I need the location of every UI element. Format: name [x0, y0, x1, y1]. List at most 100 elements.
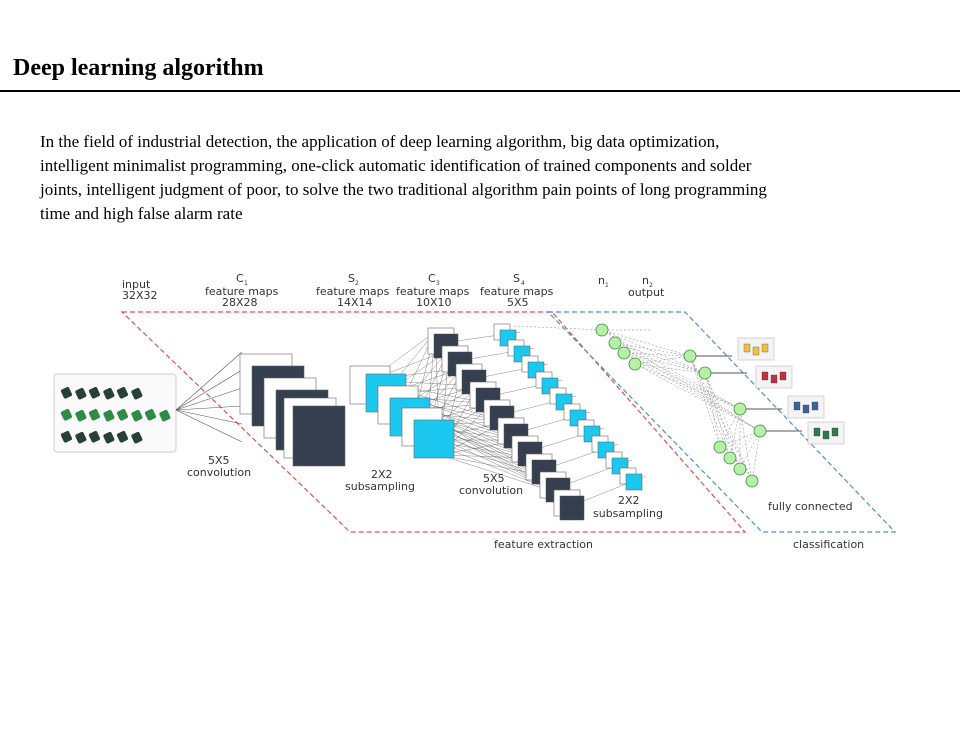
dotted-connection	[739, 430, 761, 470]
component-glyph	[75, 409, 87, 422]
paragraph-line: joints, intelligent judgment of poor, to…	[40, 180, 767, 199]
label-s2-size: 14X14	[337, 296, 373, 309]
dotted-connection	[623, 352, 761, 432]
dotted-connection	[704, 372, 741, 470]
label-n1-symbol: n	[598, 274, 605, 287]
dotted-connection	[513, 325, 603, 331]
output-thumbnails	[737, 337, 845, 445]
component-glyph	[131, 387, 143, 400]
component-glyph	[793, 401, 801, 411]
dotted-connection	[601, 329, 691, 357]
component-glyph	[761, 343, 769, 353]
component-glyph	[159, 409, 171, 422]
neuron	[713, 440, 727, 454]
feature-map	[292, 405, 346, 467]
neuron	[745, 474, 759, 488]
label-c3-sub: 3	[436, 280, 440, 287]
connection-line	[175, 409, 243, 443]
dotted-connection	[634, 355, 691, 365]
neuron	[608, 336, 622, 350]
neuron	[723, 451, 737, 465]
component-glyph	[88, 409, 100, 421]
component-glyph	[60, 431, 72, 443]
feature-map	[559, 495, 585, 521]
label-s4-symbol: S	[513, 272, 520, 285]
component-glyph	[75, 387, 87, 400]
neurons	[595, 323, 802, 488]
component-glyph	[144, 409, 156, 421]
neuron	[595, 323, 609, 337]
component-glyph	[131, 431, 143, 444]
dotted-connection	[623, 352, 691, 357]
label-c3-size: 10X10	[416, 296, 452, 309]
dotted-connection	[623, 352, 706, 374]
label-s2-title: feature maps	[316, 285, 390, 298]
label-s4-sub: 4	[521, 280, 525, 287]
connection-line	[175, 409, 243, 425]
feature-maps	[239, 323, 643, 521]
dotted-connection	[719, 408, 741, 448]
page-title: Deep learning algorithm	[13, 55, 264, 81]
input-image	[53, 373, 177, 453]
paragraph-line: In the field of industrial detection, th…	[40, 132, 720, 151]
dotted-connection	[634, 363, 741, 410]
connection-line	[175, 369, 243, 411]
label-s4-title: feature maps	[480, 285, 554, 298]
op-conv2-label: convolution	[459, 484, 523, 497]
label-input-size: 32X32	[122, 289, 158, 302]
label-c1-symbol: C	[236, 272, 244, 285]
component-glyph	[103, 431, 115, 444]
dotted-connection	[704, 372, 721, 448]
component-glyph	[103, 409, 115, 422]
label-s2-symbol: S	[348, 272, 355, 285]
neuron	[628, 357, 642, 371]
op-conv2-size: 5X5	[483, 472, 505, 485]
neuron	[733, 462, 747, 476]
component-glyph	[813, 427, 821, 437]
component-glyph	[802, 404, 810, 414]
component-glyph	[60, 387, 72, 399]
component-glyph	[752, 346, 760, 356]
component-glyph	[88, 431, 100, 443]
dotted-connection	[729, 430, 761, 459]
connection-line	[175, 387, 243, 411]
neuron	[733, 402, 747, 416]
label-c3-title: feature maps	[396, 285, 470, 298]
dotted-connection	[739, 408, 753, 482]
dotted-connection	[729, 408, 741, 459]
op-sub1-size: 2X2	[371, 468, 393, 481]
dotted-connection	[623, 352, 741, 410]
label-c1-sub: 1	[244, 280, 248, 287]
neuron	[698, 366, 712, 380]
cnn-diagram: input 32X32 C 1 feature maps 28X28 S 2 f…	[53, 272, 897, 551]
label-s2-sub: 2	[355, 280, 359, 287]
component-glyph	[116, 409, 128, 421]
label-input: input	[122, 278, 151, 291]
component-glyph	[88, 387, 100, 399]
dotted-connection	[689, 355, 741, 470]
paragraph-line: intelligent minimalist programming, one-…	[40, 156, 752, 175]
label-c1-title: feature maps	[205, 285, 279, 298]
label-n2-symbol: n	[642, 274, 649, 287]
component-glyph	[761, 371, 769, 381]
connection-line	[175, 351, 243, 411]
description-paragraph: In the field of industrial detection, th…	[40, 130, 920, 226]
op-sub2-size: 2X2	[618, 494, 640, 507]
component-glyph	[831, 427, 839, 437]
neuron	[753, 424, 767, 438]
neuron	[683, 349, 697, 363]
feature-extraction-frame	[120, 311, 747, 533]
component-glyph	[116, 431, 128, 443]
label-c1-size: 28X28	[222, 296, 258, 309]
dotted-connection	[614, 342, 741, 410]
feature-map	[413, 419, 455, 459]
component-glyph	[75, 431, 87, 444]
component-glyph	[779, 371, 787, 381]
dotted-connection	[614, 342, 761, 432]
dotted-connection	[751, 430, 761, 482]
component-glyph	[811, 401, 819, 411]
feature-extraction-label: feature extraction	[494, 538, 593, 551]
component-glyph	[103, 387, 115, 400]
component-glyph	[743, 343, 751, 353]
dotted-connection	[704, 372, 731, 459]
